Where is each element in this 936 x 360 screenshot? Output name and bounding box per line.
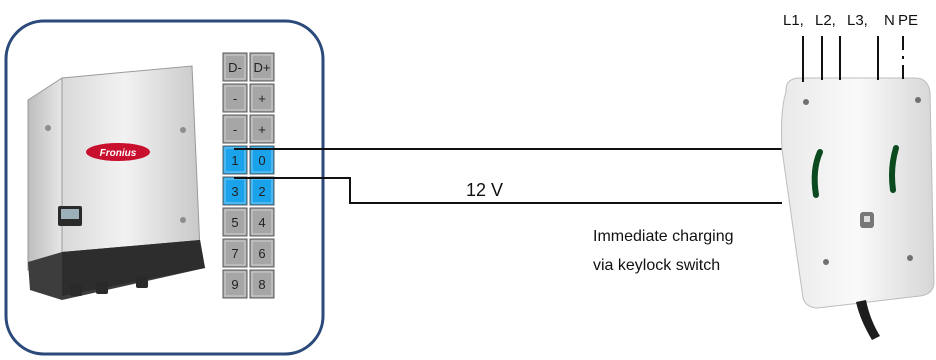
terminal-cell <box>249 207 275 237</box>
terminal-label: 1 <box>231 153 238 168</box>
terminal-cell-bevel <box>251 54 273 80</box>
terminal-label: 2 <box>258 184 265 199</box>
terminal-cell <box>222 114 248 144</box>
terminal-label: + <box>258 91 266 106</box>
terminal-label: 7 <box>231 246 238 261</box>
fronius-logo <box>86 143 150 161</box>
terminal-label: - <box>233 91 237 106</box>
terminal-label: - <box>233 122 237 137</box>
wires <box>234 148 782 204</box>
terminal-cell-bevel <box>251 209 273 235</box>
terminal-label: 4 <box>258 215 265 230</box>
terminal-cell <box>222 269 248 299</box>
terminal-cell-bevel <box>251 85 273 111</box>
supply-lines <box>802 36 904 82</box>
terminal-label: 9 <box>231 277 238 292</box>
terminal-cell <box>222 238 248 268</box>
terminal-label: D+ <box>254 60 271 75</box>
terminal-label: 8 <box>258 277 265 292</box>
terminal-cell <box>249 145 275 175</box>
terminal-cell <box>222 52 248 82</box>
terminal-label: 3 <box>231 184 238 199</box>
label-l1: L1, <box>783 12 804 29</box>
terminal-cell-bevel <box>251 116 273 142</box>
terminal-label: D- <box>228 60 242 75</box>
terminal-cell-bevel <box>224 116 246 142</box>
terminal-cell <box>222 207 248 237</box>
terminal-cell <box>249 114 275 144</box>
terminal-label: + <box>258 122 266 137</box>
terminal-cell <box>249 52 275 82</box>
inverter-frame <box>4 19 325 356</box>
charger-image <box>781 77 935 340</box>
terminal-cell <box>222 83 248 113</box>
terminal-cell-bevel <box>224 54 246 80</box>
terminal-cell <box>249 269 275 299</box>
terminal-cell <box>249 238 275 268</box>
terminal-label: 0 <box>258 153 265 168</box>
terminal-cell <box>222 176 248 206</box>
terminal-cell-bevel <box>224 209 246 235</box>
terminal-cell-bevel <box>251 240 273 266</box>
terminal-label: 5 <box>231 215 238 230</box>
terminal-label: 6 <box>258 246 265 261</box>
terminal-block: D- D+ - + - +1 0 3 2 5 4 7 6 9 8 <box>222 52 275 299</box>
label-n: N <box>884 12 895 29</box>
terminal-cell-bevel <box>224 271 246 297</box>
terminal-cell-bevel <box>251 271 273 297</box>
terminal-cell <box>249 83 275 113</box>
charging-note-line2: via keylock switch <box>593 257 720 274</box>
label-pe: PE <box>898 12 918 29</box>
label-l2: L2, <box>815 12 836 29</box>
signal-wire <box>252 177 782 204</box>
label-l3: L3, <box>847 12 868 29</box>
charging-note-line1: Immediate charging <box>593 228 734 245</box>
svg-text:Fronius: Fronius <box>100 148 137 159</box>
terminal-cell <box>222 145 248 175</box>
inverter-image: Fronius <box>27 65 205 300</box>
terminal-cell-bevel <box>224 240 246 266</box>
terminal-cell-bevel <box>224 85 246 111</box>
voltage-label: 12 V <box>466 180 503 200</box>
